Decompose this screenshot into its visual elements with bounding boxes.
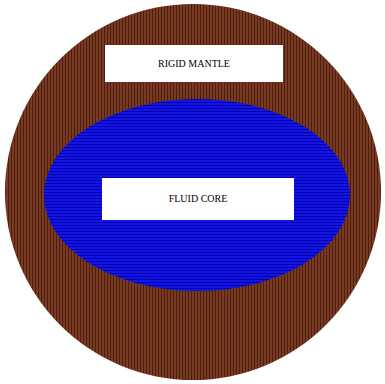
region-label: FLUID CORE — [169, 193, 228, 205]
mantle-circle: RIGID MANTLE FLUID CORE — [5, 4, 381, 380]
label-box: FLUID CORE — [102, 178, 294, 220]
mantle-circle-fill — [5, 4, 381, 380]
region-label: RIGID MANTLE — [158, 58, 230, 70]
label-box: RIGID MANTLE — [105, 45, 283, 82]
core-ellipse-fill — [44, 99, 350, 291]
core-ellipse: FLUID CORE — [44, 99, 350, 291]
